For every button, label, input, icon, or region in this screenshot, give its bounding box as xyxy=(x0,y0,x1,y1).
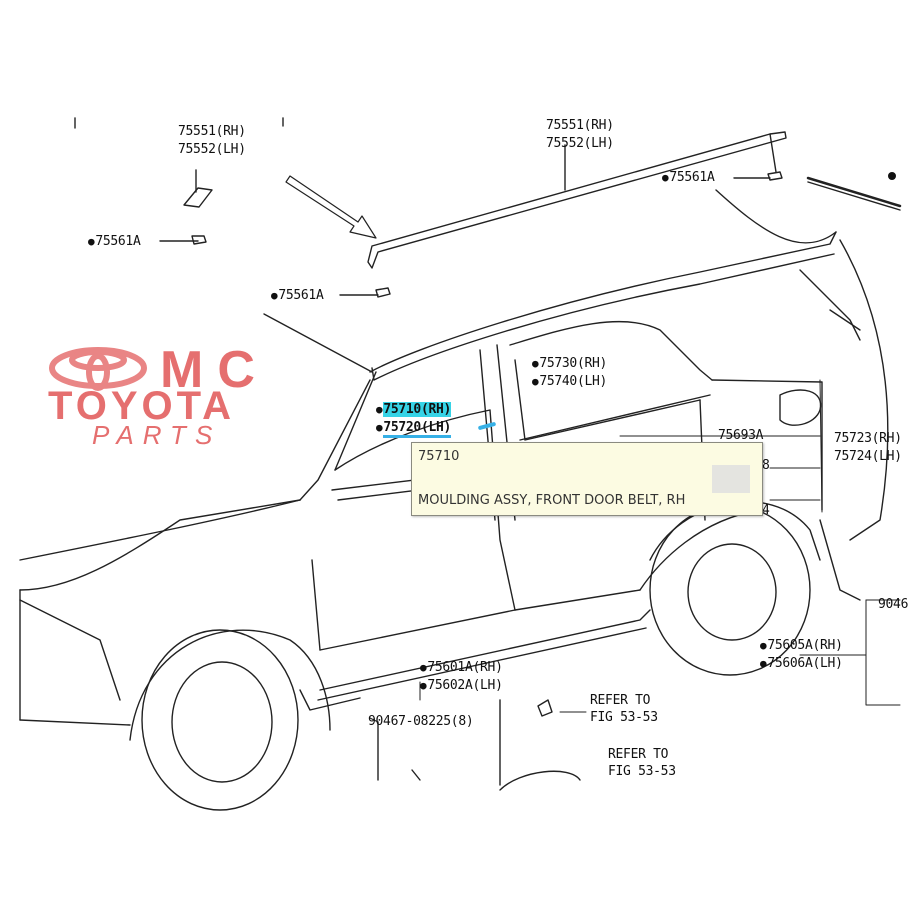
callout-label-highlighted: 75710(RH) xyxy=(383,402,452,417)
callout-9046[interactable]: 9046 xyxy=(878,597,908,612)
tooltip-thumbnail xyxy=(712,465,750,493)
leader-lines xyxy=(369,379,901,723)
callout-75551-rh[interactable]: 75551(RH) xyxy=(178,124,246,139)
callout-75730-rh[interactable]: 75730(RH) xyxy=(532,356,607,372)
callout-label-underlined: 75720(LH) xyxy=(383,420,451,438)
tooltip-part-description: MOULDING ASSY, FRONT DOOR BELT, RH xyxy=(418,493,686,508)
callout-75740-lh[interactable]: 75740(LH) xyxy=(532,374,607,390)
callout-75552-lh[interactable]: 75552(LH) xyxy=(178,142,246,157)
callout-75606a-lh[interactable]: 75606A(LH) xyxy=(760,656,843,672)
callout-75710-rh[interactable]: 75710(RH) xyxy=(376,402,451,418)
callout-label: 75561A xyxy=(95,234,141,249)
roof-rail-part xyxy=(367,131,787,269)
callout-label: 75606A(LH) xyxy=(767,656,843,671)
direction-arrow xyxy=(285,175,377,239)
refer-fig-label-1[interactable]: FIG 53-53 xyxy=(590,710,658,725)
callout-label: 75561A xyxy=(278,288,324,303)
refer-to-label-2[interactable]: REFER TO xyxy=(608,747,669,762)
rail-end-piece xyxy=(159,169,213,245)
watermark-text-parts: PARTS xyxy=(92,420,222,450)
callout-90467-08225[interactable]: 90467-08225(8) xyxy=(368,714,474,729)
callout-75561a-left[interactable]: 75561A xyxy=(88,234,141,250)
callout-75601a-rh[interactable]: 75601A(RH) xyxy=(420,660,503,676)
clip-parts xyxy=(339,171,783,298)
refer-to-label-1[interactable]: REFER TO xyxy=(590,693,651,708)
callout-75552-lh-main[interactable]: 75552(LH) xyxy=(546,136,614,151)
refer-fig-label-2[interactable]: FIG 53-53 xyxy=(608,764,676,779)
callout-label: 75730(RH) xyxy=(539,356,608,371)
watermark-text-toyota: TOYOTA xyxy=(48,384,235,428)
callout-75551-rh-main[interactable]: 75551(RH) xyxy=(546,118,614,133)
toyota-logo-icon xyxy=(49,347,147,391)
callout-75724-lh[interactable]: 75724(LH) xyxy=(834,449,902,464)
callout-fragment-8[interactable]: 8 xyxy=(762,458,770,473)
callout-label: 75605A(RH) xyxy=(767,638,843,653)
callout-label: 75561A xyxy=(669,170,715,185)
tooltip-part-code: 75710 xyxy=(418,449,460,464)
part-tooltip: 75710 MOULDING ASSY, FRONT DOOR BELT, RH xyxy=(411,442,763,516)
callout-75561a-mid[interactable]: 75561A xyxy=(271,288,324,304)
callout-fragment-4[interactable]: 4 xyxy=(762,503,770,518)
callout-75561a-top[interactable]: 75561A xyxy=(662,170,715,186)
callout-label: 75602A(LH) xyxy=(427,678,503,693)
callout-75723-rh[interactable]: 75723(RH) xyxy=(834,431,902,446)
watermark-text-mc: MC xyxy=(160,341,269,399)
callout-75602a-lh[interactable]: 75602A(LH) xyxy=(420,678,503,694)
callout-75693a[interactable]: 75693A xyxy=(718,428,764,443)
callout-label: 75601A(RH) xyxy=(427,660,503,675)
callout-75605a-rh[interactable]: 75605A(RH) xyxy=(760,638,843,654)
callout-label: 75740(LH) xyxy=(539,374,608,389)
callout-75720-lh[interactable]: 75720(LH) xyxy=(376,420,451,438)
